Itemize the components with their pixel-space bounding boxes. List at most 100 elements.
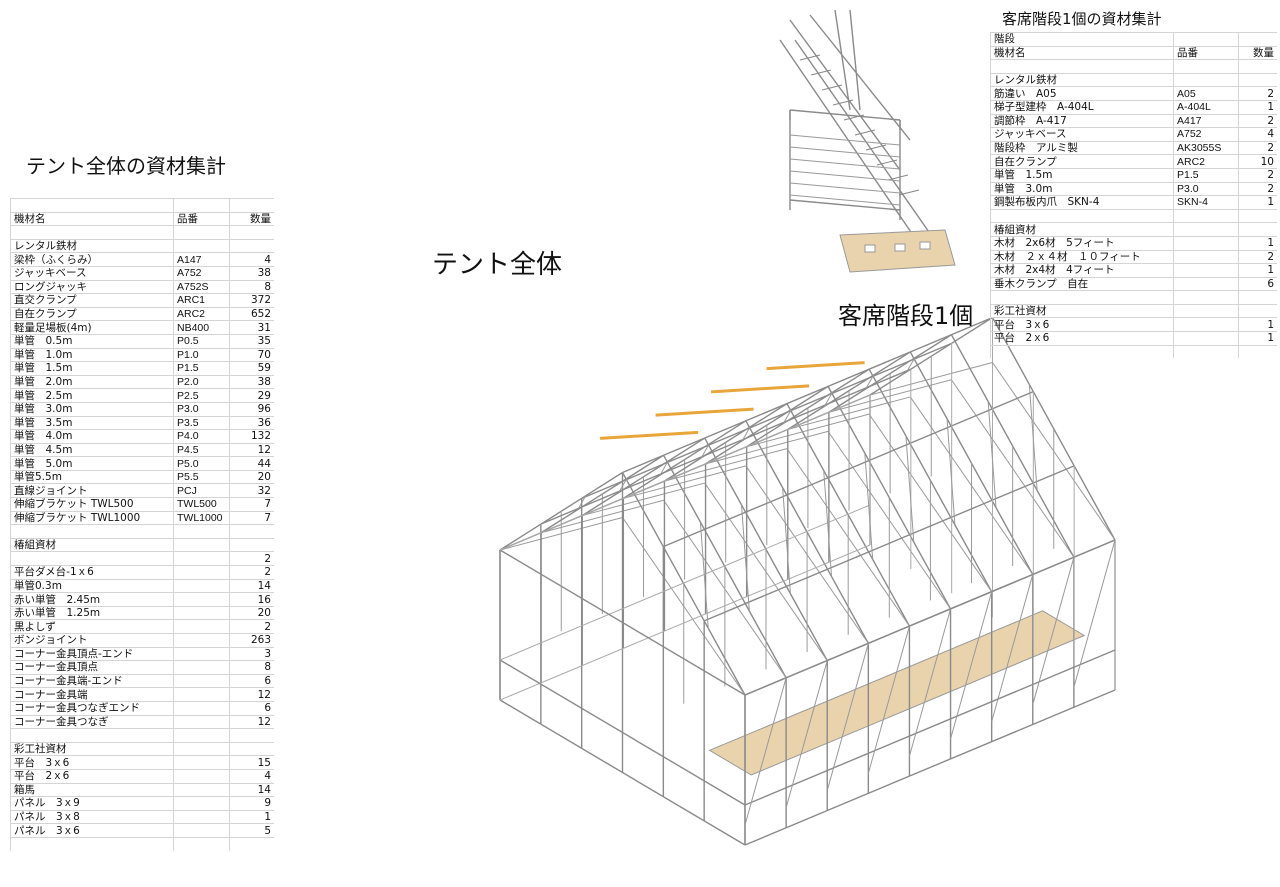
pipe <box>789 134 901 146</box>
pipe <box>821 84 843 91</box>
pipe <box>663 391 1034 548</box>
item-qty: 2 <box>1238 181 1277 196</box>
item-code: NB400 <box>173 320 230 335</box>
item-code <box>1173 249 1239 264</box>
pipe <box>779 39 931 261</box>
item-qty: 数量 <box>229 211 274 226</box>
item-code: TWL1000 <box>173 510 230 525</box>
stage-deck <box>708 610 1086 776</box>
item-name: 単管 4.0m <box>10 429 174 444</box>
pipe <box>662 454 706 530</box>
item-qty: 15 <box>229 755 274 770</box>
item-qty: 5 <box>229 823 274 838</box>
item-code: A05 <box>1173 86 1239 101</box>
item-qty: 20 <box>229 469 274 484</box>
pipe <box>906 357 916 372</box>
item-code <box>1173 290 1239 305</box>
item-code <box>173 809 230 824</box>
pipe <box>540 368 912 525</box>
pipe <box>910 334 952 362</box>
pipe <box>744 677 787 826</box>
item-name: 彩工社資材 <box>990 303 1174 318</box>
item-code <box>173 646 230 661</box>
item-code <box>173 714 230 729</box>
item-qty: 1 <box>1238 263 1277 278</box>
pipe <box>950 591 993 740</box>
pipe <box>499 504 871 661</box>
pipe <box>787 403 829 431</box>
item-qty: 1 <box>1238 317 1277 332</box>
item-code <box>1173 317 1239 332</box>
item-name: 平台 2ｘ6 <box>10 768 174 784</box>
pipe <box>789 109 901 121</box>
item-qty: 29 <box>229 388 274 403</box>
item-code <box>173 673 230 688</box>
item-code: AK3055S <box>1173 140 1239 155</box>
item-name: 調節枠 A-417 <box>990 113 1174 128</box>
item-name <box>10 551 174 566</box>
table-row: 椿組資材 <box>990 222 1277 237</box>
item-name: 赤い単管 2.45m <box>10 592 174 607</box>
item-code: A752S <box>173 279 230 294</box>
item-qty: 652 <box>229 306 274 321</box>
pipe <box>887 174 909 181</box>
table-row <box>990 208 1277 223</box>
item-code: ARC2 <box>173 306 230 321</box>
pipe <box>789 19 901 171</box>
item-code: P2.0 <box>173 374 230 389</box>
pipe <box>1073 465 1116 541</box>
item-code <box>173 537 230 552</box>
item-code: ARC2 <box>1173 154 1239 169</box>
item-qty: 38 <box>229 265 274 281</box>
item-qty: 38 <box>229 374 274 389</box>
item-qty: 1 <box>229 809 274 824</box>
pipe <box>1028 384 1038 491</box>
pipe <box>876 159 898 166</box>
pipe <box>622 471 665 499</box>
item-code <box>1173 32 1239 47</box>
item-code <box>1173 331 1239 346</box>
item-code: A752 <box>1173 127 1239 142</box>
pipe <box>828 385 871 413</box>
table-row <box>990 344 1277 359</box>
item-name <box>10 225 174 240</box>
pipe <box>826 643 869 791</box>
table-row: 機材名品番数量 <box>990 45 1277 60</box>
pipe <box>581 489 624 517</box>
pipe <box>864 453 874 560</box>
accent-bar <box>711 384 810 394</box>
pipe <box>499 544 871 701</box>
stair-deck-mark <box>864 244 876 253</box>
table-row: 階段 <box>990 32 1277 47</box>
pipe <box>705 437 747 465</box>
pipe <box>622 454 664 482</box>
item-code: P4.0 <box>173 429 230 444</box>
item-name: 鋼製布板内爪 SKN-4 <box>990 195 1174 210</box>
item-code <box>173 741 230 756</box>
item-qty <box>229 198 274 213</box>
item-code: P1.5 <box>173 361 230 376</box>
pipe <box>865 374 874 390</box>
item-code <box>173 619 230 634</box>
pipe <box>854 129 876 136</box>
item-code <box>173 565 230 580</box>
